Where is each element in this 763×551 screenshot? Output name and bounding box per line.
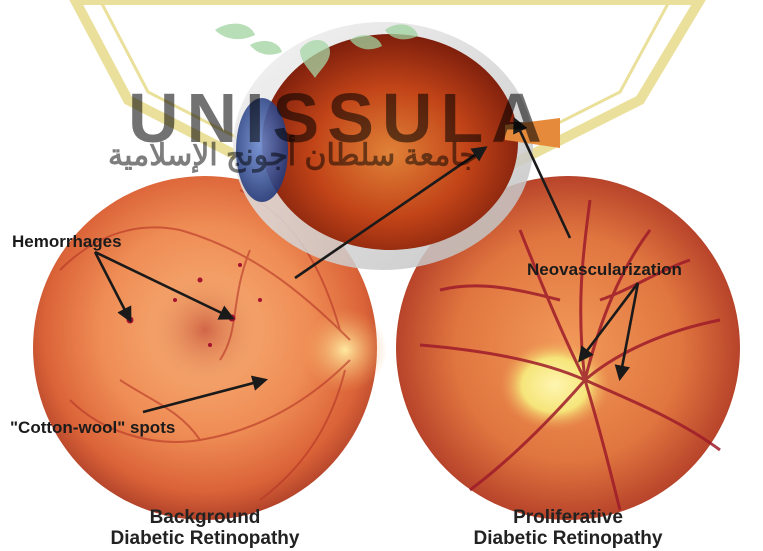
caption-proliferative-dr: Proliferative Diabetic Retinopathy (433, 507, 703, 549)
caption-right-line2: Diabetic Retinopathy (433, 528, 703, 549)
caption-right-line1: Proliferative (433, 507, 703, 528)
label-cotton-wool-spots: "Cotton-wool" spots (10, 418, 175, 438)
watermark-arabic: جامعة سلطان أجونج الإسلامية (108, 138, 478, 173)
label-neovascularization: Neovascularization (527, 260, 682, 280)
macula (150, 275, 260, 385)
label-hemorrhages: Hemorrhages (12, 232, 122, 252)
caption-left-line1: Background (70, 507, 340, 528)
caption-left-line2: Diabetic Retinopathy (70, 528, 340, 549)
optic-disc-left (303, 308, 387, 392)
caption-background-dr: Background Diabetic Retinopathy (70, 507, 340, 549)
